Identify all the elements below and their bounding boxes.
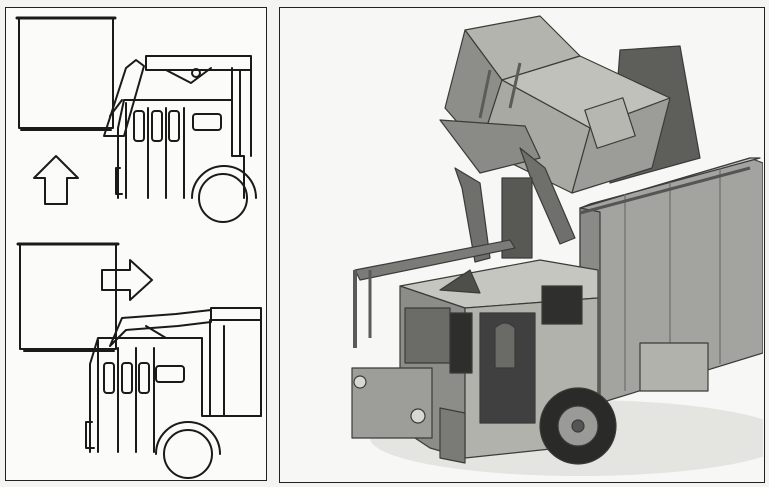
- diagram-drawing: [15, 16, 262, 479]
- diagram-panel: [5, 7, 267, 481]
- arrow-right-icon: [101, 259, 153, 301]
- cab-side-window: [541, 285, 583, 325]
- driver: [494, 322, 516, 369]
- wheel-step-2: [155, 421, 221, 479]
- wheel-step-1: [191, 165, 257, 223]
- arrow-up-icon: [33, 155, 79, 205]
- cab-step-2: [85, 319, 262, 453]
- cab-step-1: [115, 67, 252, 199]
- windscreen: [404, 307, 451, 364]
- truck-body: [579, 157, 763, 404]
- side-tank: [639, 342, 709, 392]
- lift-arms: [353, 147, 576, 348]
- lift-arm-step-2: [109, 307, 262, 347]
- truck-photo-panel: [279, 7, 765, 483]
- step-1-lift: [15, 16, 257, 223]
- container-step-2: [16, 242, 120, 352]
- lifted-container: [439, 15, 701, 194]
- truck-illustration: [351, 15, 763, 476]
- front-wheel: [539, 387, 617, 465]
- step-2-tip: [16, 242, 262, 479]
- container-step-1: [15, 16, 117, 131]
